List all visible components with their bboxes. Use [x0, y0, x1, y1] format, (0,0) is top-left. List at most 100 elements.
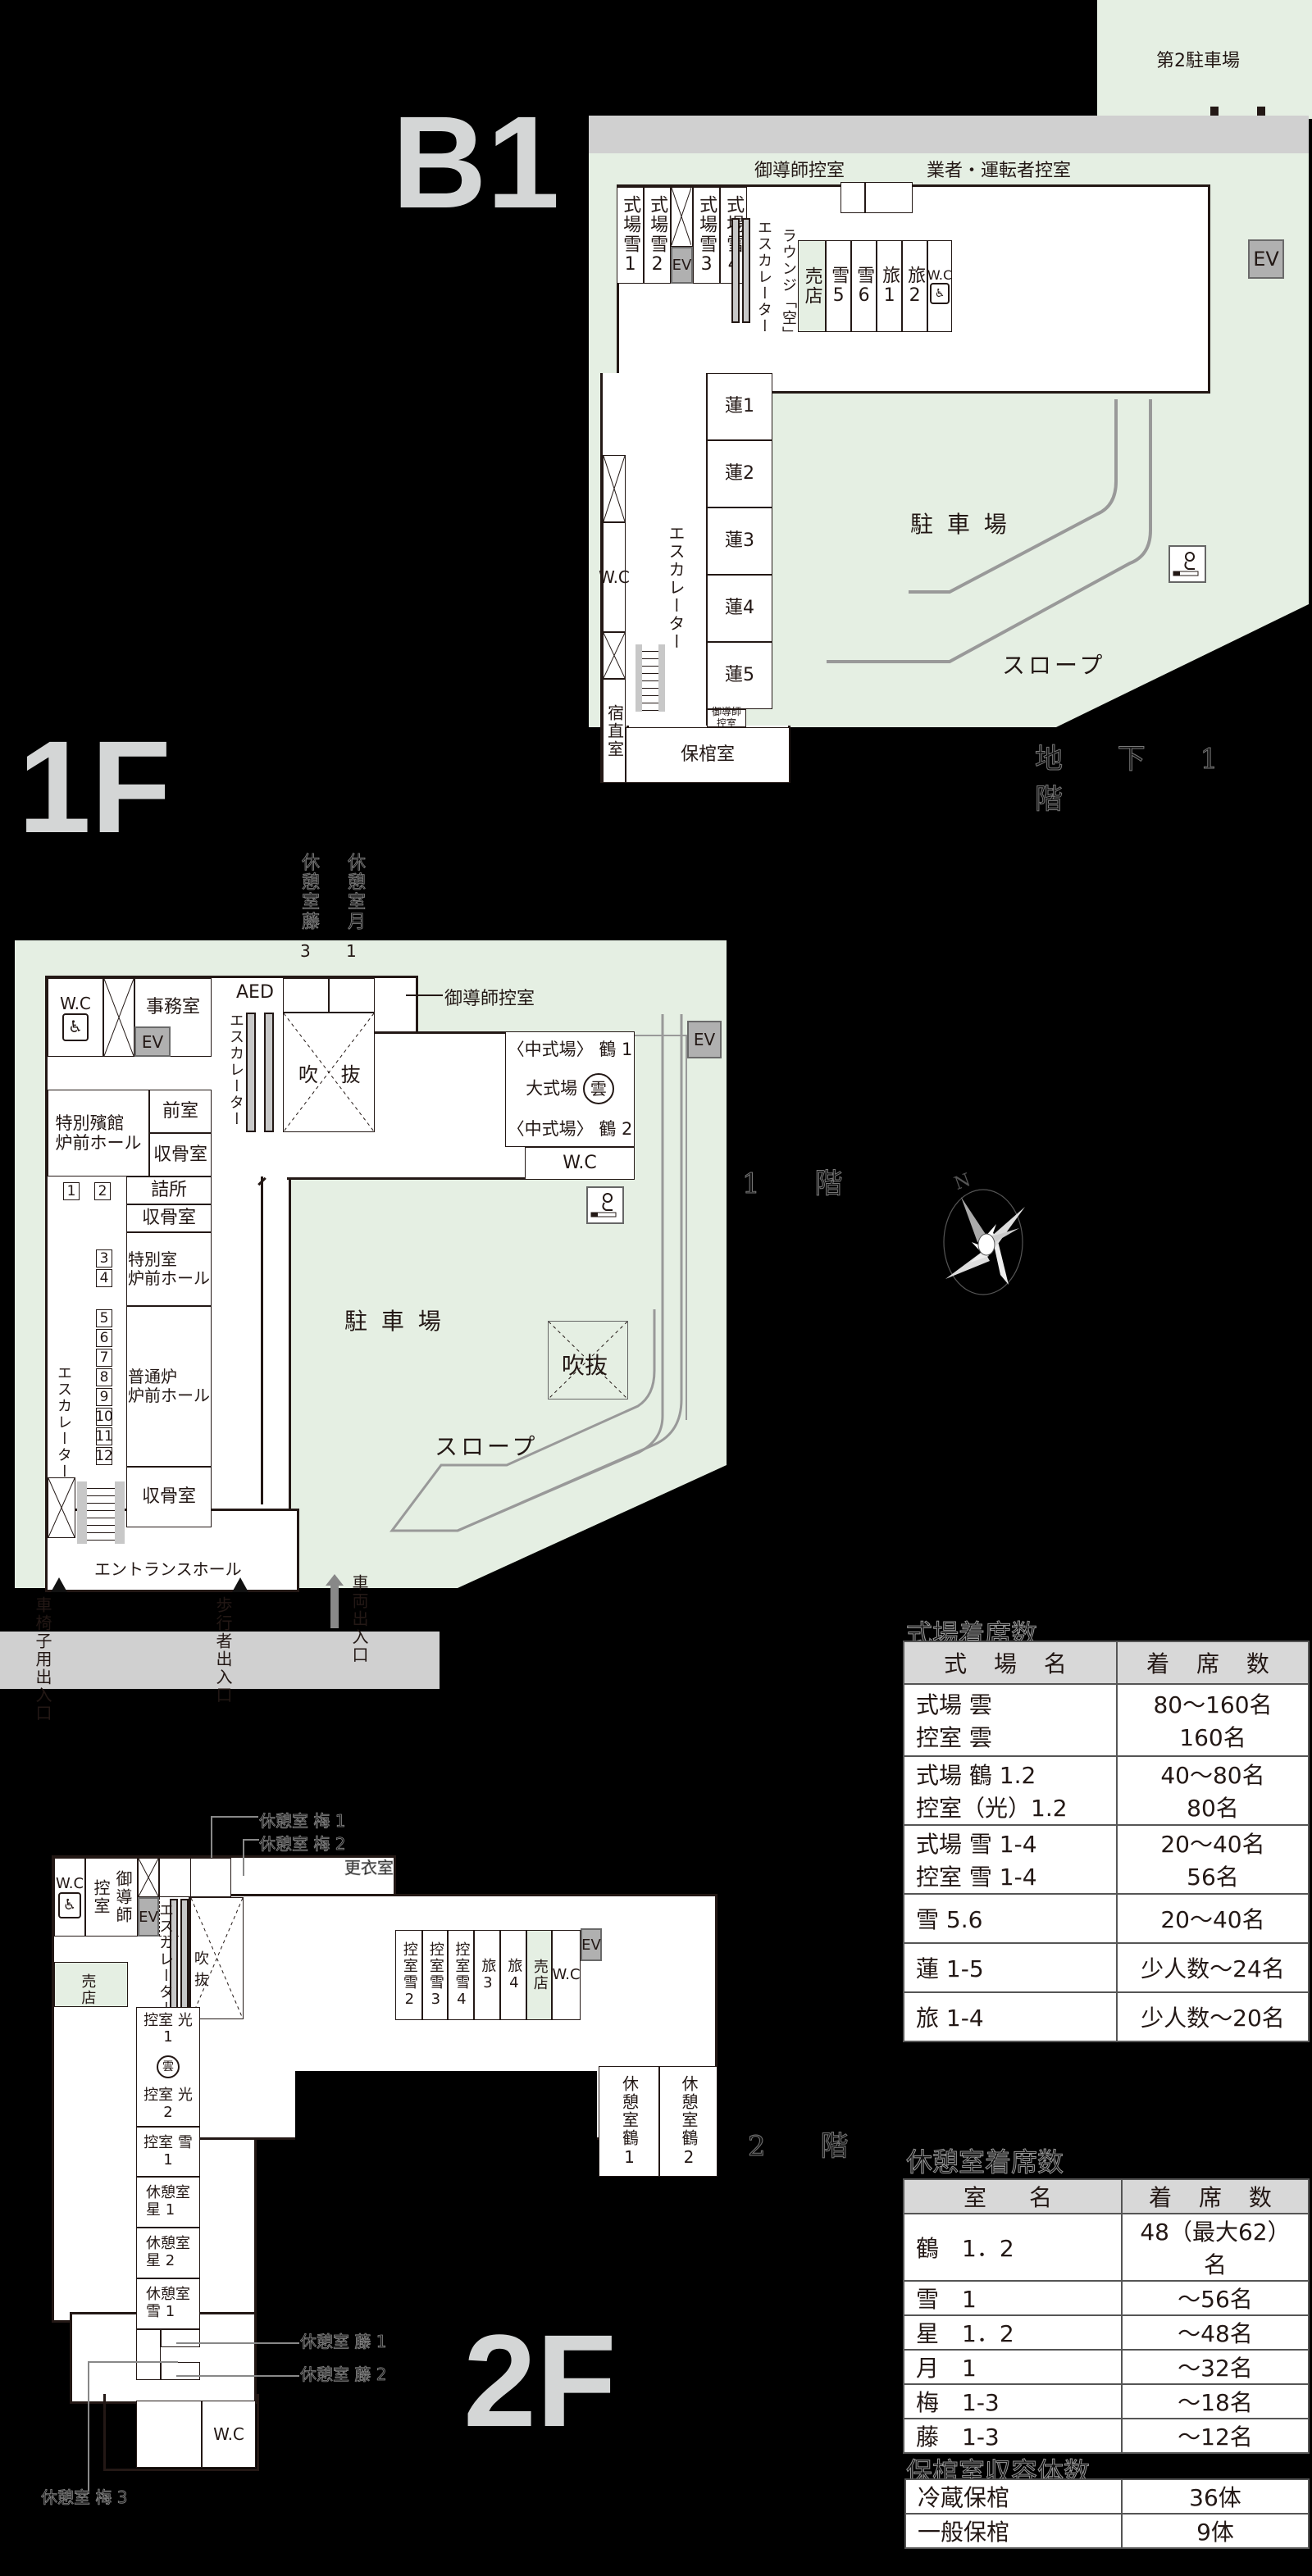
- b1-escalator-left-label: エスカレーター: [666, 525, 686, 651]
- 2f-rest-tsuru2[interactable]: 休憩室鶴2: [659, 2066, 718, 2177]
- 2f-wait-hikari1[interactable]: 控室 光 1: [144, 2011, 193, 2046]
- 2f-wait-snow1[interactable]: 控室 雪 1: [136, 2127, 200, 2177]
- 2f-rest-ume3-room[interactable]: [136, 2329, 161, 2380]
- 1f-waiting-post[interactable]: 詰所: [126, 1176, 212, 1204]
- 1f-bone-room3[interactable]: 収骨室: [126, 1467, 212, 1527]
- 2f-rest-fuji1-room[interactable]: [161, 2329, 200, 2347]
- 2f-wait-snow2[interactable]: 控室雪2: [395, 1930, 422, 2020]
- seats-cell: 少人数～20名: [1116, 1991, 1310, 2042]
- 1f-special-hall[interactable]: 特別殯館 炉前ホール: [48, 1090, 149, 1176]
- 2f-atrium[interactable]: 吹 抜: [190, 1897, 244, 2019]
- b1-hall-snow2[interactable]: 式場雪2: [644, 187, 671, 284]
- 1f-wc-accessible[interactable]: W.C ♿: [48, 978, 103, 1057]
- 2f-wc-bottom[interactable]: W.C: [202, 2401, 256, 2468]
- b1-snow6[interactable]: 雪6: [851, 240, 877, 332]
- 2f-wc-accessible[interactable]: W.C ♿: [54, 1858, 85, 1937]
- table-row: 式場 鶴 1.2 控室（光）1.2 40～80名 80名: [903, 1755, 1310, 1826]
- 2f-shop-right[interactable]: 売店: [526, 1930, 552, 2020]
- b1-hall-snow1[interactable]: 式場雪1: [617, 187, 644, 284]
- b1-tabi2[interactable]: 旅2: [902, 240, 927, 332]
- 1f-pedestrian-entrance[interactable]: 歩行者出入口: [213, 1596, 233, 1704]
- b1-parking-label: 駐 車 場: [910, 511, 1010, 538]
- 2f-rest-ume3-label: 休憩室 梅 3: [41, 2487, 128, 2508]
- 1f-guide-waiting-label: 御導師控室: [444, 989, 535, 1009]
- 1f-bone-room1[interactable]: 収骨室: [149, 1133, 212, 1176]
- 1f-atrium-outside[interactable]: 吹抜: [548, 1321, 628, 1400]
- table-row: 一般保棺 9体: [904, 2513, 1310, 2549]
- 1f-smoking-area-icon[interactable]: [586, 1186, 624, 1224]
- 1f-wc-label: W.C: [60, 993, 91, 1013]
- 2f-tabi4[interactable]: 旅4: [500, 1930, 526, 2020]
- 1f-big-hall[interactable]: 大式場 雲: [526, 1073, 614, 1105]
- road-1f: [0, 1632, 440, 1689]
- b1-wc-left[interactable]: W.C: [599, 522, 630, 632]
- leader-line: [88, 2361, 178, 2363]
- 1f-ev-outside[interactable]: EV: [687, 1021, 722, 1058]
- b1-ren2[interactable]: 蓮2: [707, 440, 772, 507]
- b1-smoking-area-icon[interactable]: [1168, 545, 1206, 583]
- 1f-mid-hall-tsuru2[interactable]: 〈中式場〉 鶴 2: [507, 1119, 633, 1140]
- 1f-rest-fuji3-label: 休憩室藤: [298, 853, 320, 932]
- b1-shop[interactable]: 売店: [798, 240, 826, 332]
- 2f-floor-jp-label: 2 階: [747, 2130, 872, 2164]
- 1f-vehicle-entrance[interactable]: 車両出入口: [349, 1574, 369, 1664]
- 2f-bottom-room[interactable]: [136, 2401, 202, 2468]
- b1-coffin-storage[interactable]: 保棺室: [626, 727, 790, 783]
- 1f-wc-right[interactable]: W.C: [525, 1147, 635, 1180]
- b1-guide-waiting-label: 御導師控室: [754, 161, 845, 181]
- 1f-ev[interactable]: EV: [134, 1026, 171, 1057]
- 2f-ev-outside[interactable]: EV: [581, 1928, 602, 1961]
- 1f-elevator-shaft: [103, 978, 134, 1057]
- b1-shaft-lower: [603, 632, 626, 679]
- 2f-waiting-guide[interactable]: 控室 御導師: [85, 1858, 138, 1937]
- b1-ren4[interactable]: 蓮4: [707, 575, 772, 642]
- 1f-outer-wall: [635, 1035, 687, 1036]
- 2f-rest-hoshi1[interactable]: 休憩室 星 1: [136, 2177, 200, 2228]
- 1f-anteroom[interactable]: 前室: [149, 1090, 212, 1133]
- seats-cell: 20～40名 56名: [1116, 1824, 1310, 1895]
- 1f-bone-room2[interactable]: 収骨室: [126, 1204, 212, 1232]
- 2f-ev[interactable]: EV: [138, 1897, 159, 1937]
- 2f-wait-hikari2[interactable]: 控室 光 2: [144, 2087, 193, 2121]
- 2f-rest-hoshi2[interactable]: 休憩室 星 2: [136, 2228, 200, 2278]
- 1f-normal-furnace-hall[interactable]: 普通炉 炉前ホール: [126, 1306, 212, 1467]
- b1-ren1[interactable]: 蓮1: [707, 373, 772, 440]
- b1-vendor-waiting-room[interactable]: [865, 182, 913, 213]
- 2f-wait-hikari[interactable]: 控室 光 1 雲 控室 光 2: [136, 2007, 200, 2127]
- 2f-rest-tsuru1[interactable]: 休憩室鶴1: [599, 2066, 659, 2177]
- 2f-shop-left[interactable]: 売店: [54, 1962, 128, 2007]
- 1f-aed-label[interactable]: AED: [236, 982, 274, 1003]
- 1f-atrium[interactable]: 吹 抜: [283, 1013, 375, 1132]
- 1f-rest-fuji3-room[interactable]: [283, 978, 329, 1013]
- 1f-hall-tsuru-unkai[interactable]: 〈中式場〉 鶴 1 大式場 雲 〈中式場〉 鶴 2: [505, 1031, 635, 1147]
- 2f-wait-snow3[interactable]: 控室雪3: [422, 1930, 448, 2020]
- b1-ev-outside[interactable]: EV: [1248, 239, 1284, 279]
- 2f-wait-snow4[interactable]: 控室雪4: [448, 1930, 474, 2020]
- b1-ren3[interactable]: 蓮3: [707, 507, 772, 575]
- room-name-cell: 梅 1-3: [903, 2383, 1123, 2419]
- 2f-wc-label: W.C: [55, 1874, 84, 1892]
- b1-tabi1[interactable]: 旅1: [877, 240, 902, 332]
- b1-ren5[interactable]: 蓮5: [707, 642, 772, 709]
- furnace-9: 9: [96, 1388, 112, 1406]
- b1-wc-accessible[interactable]: W.C ♿: [927, 240, 952, 332]
- leader-line: [88, 2361, 89, 2492]
- 2f-rest-ume1-room[interactable]: [159, 1858, 196, 1897]
- 2f-changing-room[interactable]: [190, 1858, 231, 1897]
- b1-lounge-label[interactable]: ラウンジ「空」: [780, 228, 797, 343]
- 2f-rest-fuji2-room[interactable]: [161, 2362, 200, 2380]
- b1-guide-waiting-room[interactable]: [840, 182, 865, 213]
- 2f-tabi3[interactable]: 旅3: [474, 1930, 500, 2020]
- 1f-rest-tsuki1-room[interactable]: [329, 978, 375, 1013]
- 1f-special-room[interactable]: 特別室 炉前ホール: [126, 1232, 212, 1306]
- 2f-rest-snow1[interactable]: 休憩室 雪 1: [136, 2278, 200, 2329]
- b1-snow5[interactable]: 雪5: [826, 240, 851, 332]
- b1-guide-waiting-small[interactable]: 御導師控室: [707, 706, 746, 729]
- b1-night-duty-room[interactable]: 宿直室: [603, 679, 626, 783]
- 1f-wheelchair-entrance[interactable]: 車椅子用出入口: [33, 1596, 52, 1723]
- b1-ev[interactable]: EV: [671, 247, 693, 284]
- 1f-mid-hall-tsuru1[interactable]: 〈中式場〉 鶴 1: [507, 1039, 633, 1059]
- 2f-escalator-label: エスカレーター: [157, 1902, 174, 2017]
- b1-hall-snow3[interactable]: 式場雪3: [693, 187, 720, 284]
- 2f-wc-right[interactable]: W.C: [552, 1930, 581, 2020]
